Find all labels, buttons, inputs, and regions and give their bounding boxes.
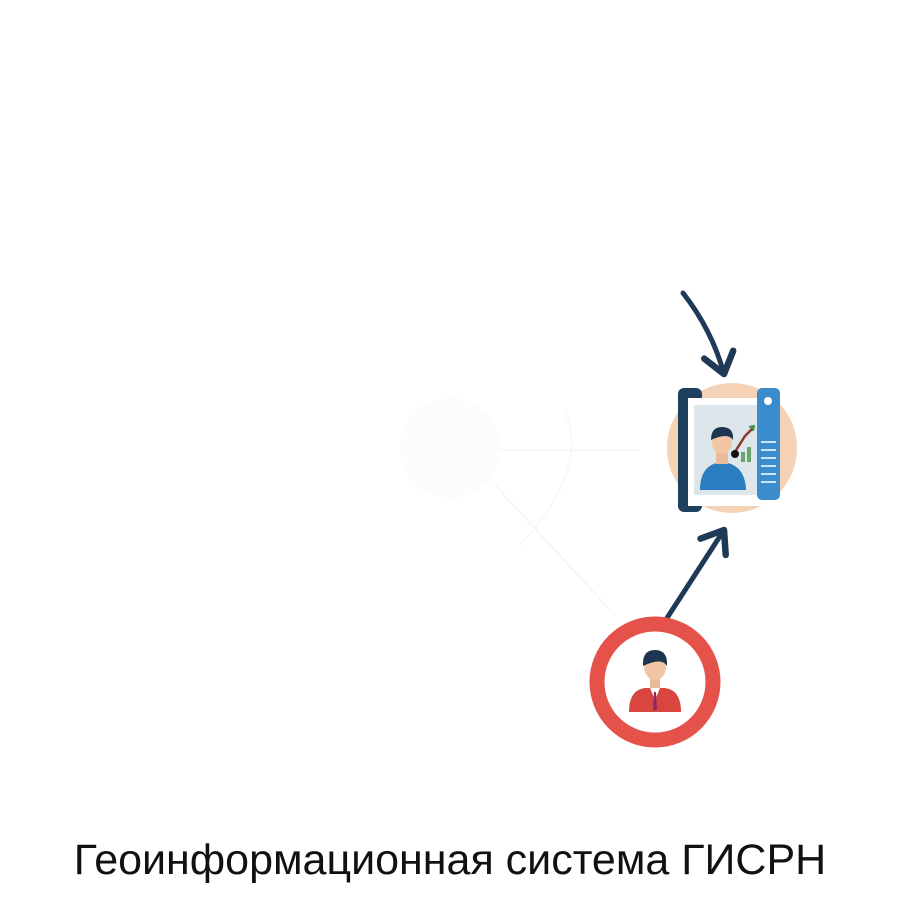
user-avatar-icon[interactable]	[589, 616, 721, 748]
arrow-bottom	[664, 526, 729, 621]
analytics-tablet-icon[interactable]	[667, 383, 797, 513]
faded-node	[400, 398, 640, 611]
arrow-top	[680, 290, 737, 378]
diagram-caption: Геоинформационная система ГИСРН	[73, 836, 827, 884]
